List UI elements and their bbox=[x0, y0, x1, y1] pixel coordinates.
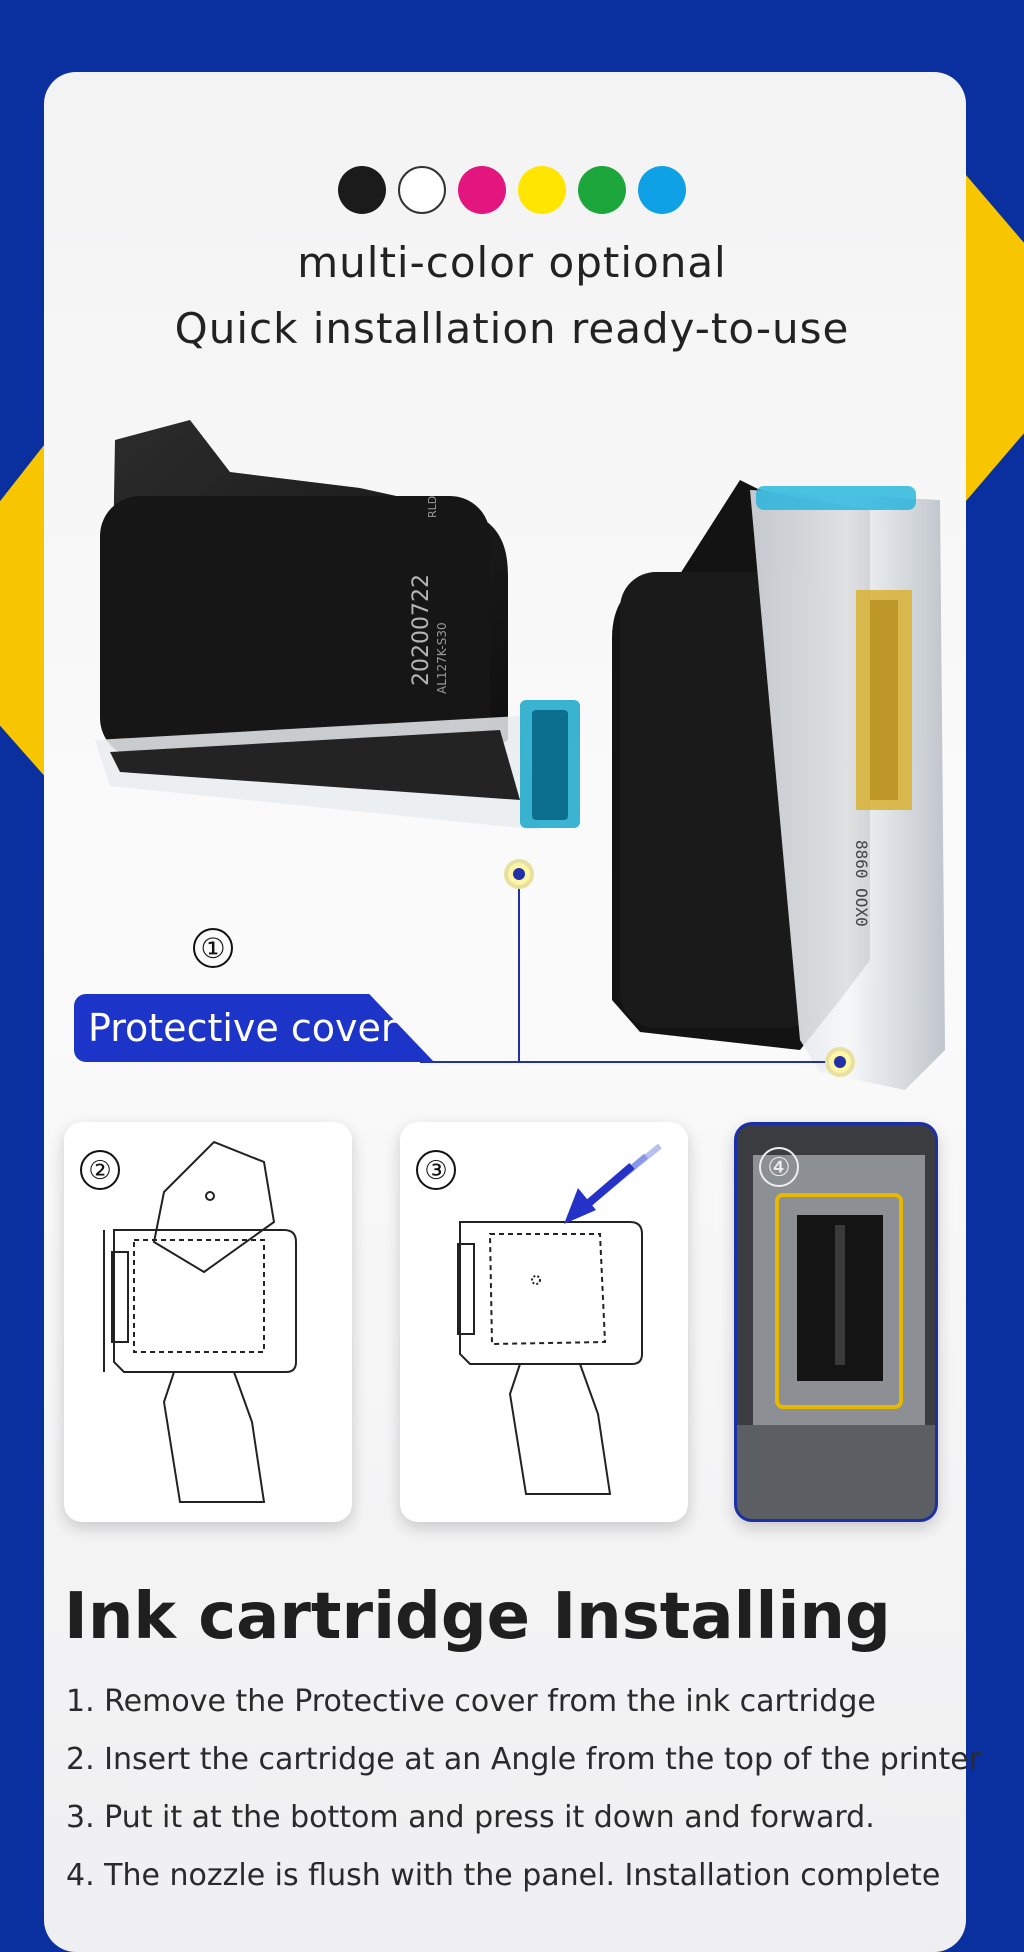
step-4-photo bbox=[737, 1125, 935, 1519]
color-dot-white bbox=[398, 166, 446, 214]
cartridge-front-code: RLD bbox=[426, 496, 439, 518]
instruction-3: 3. Put it at the bottom and press it dow… bbox=[66, 1800, 875, 1835]
color-options bbox=[0, 166, 1024, 214]
color-dot-black bbox=[338, 166, 386, 214]
protective-cover-label: Protective cover bbox=[74, 994, 434, 1062]
header-line-2: Quick installation ready-to-use bbox=[174, 304, 850, 353]
color-dot-magenta bbox=[458, 166, 506, 214]
cartridge-photo: 20200722 AL127K-S30 RLD 8860 OOX0 bbox=[95, 420, 945, 1090]
step-number-4: ④ bbox=[759, 1147, 799, 1187]
color-dot-green bbox=[578, 166, 626, 214]
step-number-2: ② bbox=[80, 1150, 120, 1190]
instruction-2: 2. Insert the cartridge at an Angle from… bbox=[66, 1742, 982, 1777]
cartridge-back-code: 8860 OOX0 bbox=[852, 840, 871, 927]
step-number-3: ③ bbox=[416, 1150, 456, 1190]
callout-number: ① bbox=[193, 928, 233, 968]
step-card-2: ② bbox=[64, 1122, 352, 1522]
cartridge-front-print: 20200722 bbox=[409, 574, 434, 686]
step-card-4: ④ bbox=[734, 1122, 938, 1522]
step-3-illustration bbox=[457, 1143, 662, 1495]
cartridge-front-model: AL127K-S30 bbox=[435, 622, 449, 694]
instruction-1: 1. Remove the Protective cover from the … bbox=[66, 1684, 876, 1719]
cartridge-left: 20200722 AL127K-S30 RLD bbox=[95, 420, 580, 830]
step-2-illustration bbox=[103, 1140, 297, 1503]
color-dot-yellow bbox=[518, 166, 566, 214]
press-arrow-icon bbox=[564, 1143, 662, 1224]
header-line-1: multi-color optional bbox=[297, 238, 727, 287]
step-card-3: ③ bbox=[400, 1122, 688, 1522]
cartridge-right: 8860 OOX0 bbox=[612, 480, 945, 1090]
instruction-4: 4. The nozzle is flush with the panel. I… bbox=[66, 1858, 941, 1893]
color-dot-cyan bbox=[638, 166, 686, 214]
section-title: Ink cartridge Installing bbox=[64, 1580, 891, 1654]
yellow-accent-left bbox=[0, 440, 48, 780]
